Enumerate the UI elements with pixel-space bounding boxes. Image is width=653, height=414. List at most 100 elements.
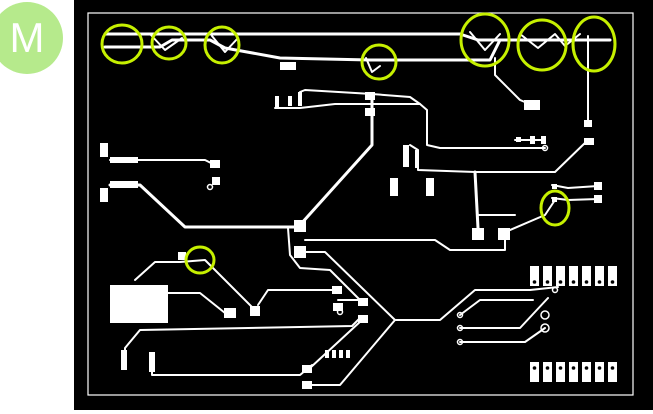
header-pin: [543, 266, 552, 286]
pad: [288, 96, 292, 106]
avatar-initial: M: [9, 14, 45, 61]
header-pin: [556, 266, 565, 286]
pad: [325, 350, 329, 358]
pcb-canvas: [74, 0, 653, 410]
highlight-circle: [184, 245, 216, 275]
trace: [304, 229, 506, 251]
via: [456, 311, 464, 319]
highlight-circle: [203, 25, 241, 65]
pad: [552, 184, 557, 189]
pad: [332, 286, 342, 294]
pad: [298, 92, 302, 106]
trace: [502, 199, 556, 234]
highlight-circle: [100, 23, 144, 65]
pad: [302, 365, 312, 373]
trace: [167, 292, 226, 314]
pin-hole: [558, 280, 563, 284]
pad: [472, 228, 484, 240]
pad: [121, 350, 127, 370]
pad: [346, 350, 350, 358]
trace: [103, 38, 502, 62]
pad: [390, 178, 398, 196]
pad: [415, 150, 419, 168]
trace: [287, 227, 361, 301]
pad: [178, 252, 186, 260]
pcb-layout: [74, 0, 653, 410]
trace: [307, 319, 396, 386]
via: [541, 144, 549, 152]
trace: [134, 259, 256, 311]
trace: [149, 33, 183, 51]
trace: [103, 32, 612, 42]
trace: [309, 319, 363, 369]
trace: [459, 299, 534, 316]
pad: [541, 136, 546, 144]
pin-hole: [558, 366, 563, 370]
pad: [100, 188, 108, 202]
pad: [584, 138, 594, 145]
pad: [275, 96, 279, 108]
pad: [365, 108, 375, 116]
pad: [498, 228, 510, 240]
via: [456, 338, 464, 346]
pad: [426, 178, 434, 196]
header-pin: [608, 266, 617, 286]
pin-hole: [597, 366, 602, 370]
pad: [333, 303, 343, 311]
pin-hole: [571, 280, 576, 284]
pad: [110, 157, 138, 163]
via: [540, 310, 550, 320]
trace: [469, 31, 501, 51]
pin-hole: [532, 366, 537, 370]
pad: [524, 100, 540, 110]
pad: [210, 160, 220, 168]
header-pin: [530, 266, 539, 286]
pad: [403, 145, 409, 167]
header-pin: [595, 362, 604, 382]
highlight-circle: [516, 18, 568, 72]
highlight-circle: [150, 25, 188, 61]
trace: [459, 297, 549, 329]
pad: [110, 285, 168, 323]
pad: [100, 143, 108, 157]
header-pin: [582, 362, 591, 382]
via: [206, 183, 214, 191]
pin-hole: [584, 366, 589, 370]
highlight-circle: [360, 43, 398, 81]
trace: [551, 184, 599, 189]
pad: [594, 182, 602, 190]
trace: [459, 327, 546, 343]
pad: [250, 306, 260, 316]
via: [456, 324, 464, 332]
trace: [409, 139, 589, 173]
pin-hole: [610, 280, 615, 284]
via: [551, 286, 559, 294]
header-pin: [569, 266, 578, 286]
via: [540, 323, 550, 333]
board-outline: [87, 12, 634, 396]
trace: [519, 33, 581, 49]
pin-hole: [571, 366, 576, 370]
pad: [584, 120, 592, 127]
pad: [358, 298, 368, 306]
trace: [299, 251, 559, 321]
pad: [212, 177, 220, 185]
pad: [358, 315, 368, 323]
pin-hole: [597, 280, 602, 284]
pad: [552, 197, 557, 202]
header-pin: [569, 362, 578, 382]
header-pin: [595, 266, 604, 286]
pad: [294, 246, 306, 258]
pin-hole: [532, 280, 537, 284]
pad: [110, 181, 138, 188]
highlight-layer: [100, 12, 617, 275]
pad: [530, 136, 535, 144]
header-pin: [530, 362, 539, 382]
pad: [149, 352, 155, 372]
header-pin: [582, 266, 591, 286]
pin-hole: [545, 280, 550, 284]
avatar[interactable]: M: [0, 2, 63, 74]
via: [336, 308, 344, 316]
pad: [332, 350, 336, 358]
pin-hole: [584, 280, 589, 284]
